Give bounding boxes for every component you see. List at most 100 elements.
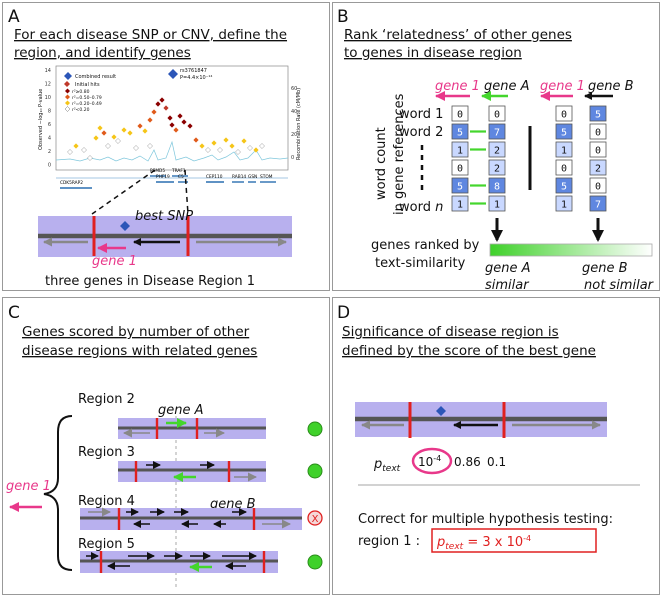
plot-ylabel-right: Recombination Rate (cM/Mb) <box>296 88 302 160</box>
legend-r3-diamond <box>65 100 70 106</box>
plot-snp-point <box>115 138 121 144</box>
geneB-count-cell <box>589 123 607 140</box>
geneA-label-b: gene A <box>484 79 530 94</box>
panel-c-frame <box>2 297 330 595</box>
best-snp-diamond <box>120 221 130 231</box>
geneB-count-value: 2 <box>595 164 601 175</box>
gene1-count-value: 5 <box>457 128 463 139</box>
best-p-value-circle <box>411 447 453 475</box>
region4-track <box>80 507 302 530</box>
top-snp-diamond <box>168 69 178 79</box>
plot-snp-point <box>137 123 143 129</box>
disease-region-1-d <box>355 402 607 438</box>
zoom-line-right <box>184 169 189 215</box>
plot-snp-point <box>241 138 247 144</box>
legend-initial: Initial hits <box>75 82 100 88</box>
panel-b-heading-line1: Rank ‘relatedness’ of other genes <box>344 27 572 43</box>
panel-d-frame <box>332 297 660 595</box>
region2-hit-indicator <box>307 421 323 437</box>
gene1b-count-value: 5 <box>561 182 567 193</box>
gene1-label-b2: gene 1 <box>540 79 585 94</box>
geneB-count-cell <box>589 105 607 122</box>
geneA-count-cell <box>488 141 506 158</box>
plot-y-tick: 2 <box>48 149 51 155</box>
best-snp-diamond-d <box>436 406 446 416</box>
region3-label: Region 3 <box>78 445 135 460</box>
plot-snp-point <box>121 127 127 133</box>
region5-hit-indicator <box>307 554 323 570</box>
plot-snp-point <box>193 137 199 143</box>
geneA-count-cell <box>488 159 506 176</box>
gene-track-label: CDK5RAP2 <box>60 180 83 186</box>
gene-track-label: TRAF1 <box>171 168 186 174</box>
plot-snp-point <box>155 101 161 107</box>
panel-d-heading-line1: Significance of disease region is <box>342 324 559 340</box>
panel-a-frame <box>2 2 330 291</box>
plot-snp-point <box>217 147 223 153</box>
formula-box <box>431 528 597 553</box>
panel-a-caption: three genes in Disease Region 1 <box>45 274 255 289</box>
formula-text: ptext = 3 x 10-4 <box>436 534 531 552</box>
association-plot: Observed −log₁₀ P-value Recombination Ra… <box>38 65 302 189</box>
panel-a-heading-line1: For each disease SNP or CNV, define the <box>14 27 287 43</box>
gene1-count-cell <box>451 105 469 122</box>
geneA-count-cell <box>488 123 506 140</box>
ranked-label-1: genes ranked by <box>371 238 480 253</box>
correction-label: Correct for multiple hypothesis testing: <box>358 512 613 527</box>
plot-snp-point <box>187 123 193 129</box>
geneB-label-b: gene B <box>588 79 634 94</box>
plot-snp-point <box>177 113 183 119</box>
geneB-count-cell <box>589 159 607 176</box>
plot-snp-point <box>223 137 229 143</box>
geneB-count-value: 5 <box>595 110 601 121</box>
disease-region-1 <box>38 216 292 257</box>
gene1-label-c: gene 1 <box>6 479 51 494</box>
plot-snp-point <box>147 143 153 149</box>
geneA-count-value: 1 <box>494 200 500 211</box>
plot-snp-point <box>81 147 87 153</box>
p-value-3: 0.1 <box>487 455 506 469</box>
plot-snp-point <box>163 105 169 111</box>
plot-snp-point <box>205 147 211 153</box>
region5-track <box>80 551 278 573</box>
legend-combined: Combined result <box>75 74 116 80</box>
gene-track-label: STOM <box>260 174 273 180</box>
plot-y-right-tick: 0 <box>291 155 294 161</box>
plot-y-tick: 12 <box>45 82 51 88</box>
gene1b-count-value: 0 <box>561 164 567 175</box>
legend-r1: r²≥0.80 <box>72 89 90 95</box>
gene1-count-cell <box>451 141 469 158</box>
gene1-label-a: gene 1 <box>92 254 137 269</box>
gene1-count-value: 1 <box>457 200 463 211</box>
not-similar-label: not similar <box>584 278 655 293</box>
gene1b-count-value: 5 <box>561 128 567 139</box>
geneB-result-label: gene B <box>582 261 628 276</box>
gene1b-count-cell <box>555 195 573 212</box>
top-snp-p: P=4.4×10⁻¹⁴ <box>180 75 212 81</box>
legend-r2-diamond <box>65 94 70 100</box>
panel-c-letter: C <box>8 303 20 323</box>
p-text-label: ptext <box>373 457 401 474</box>
plot-snp-point <box>127 130 133 136</box>
word1-label: word 1 <box>399 107 443 122</box>
plot-snp-point <box>229 143 235 149</box>
panel-a-heading-line2: region, and identify genes <box>14 45 191 61</box>
geneA-count-value: 2 <box>494 146 500 157</box>
region5-label: Region 5 <box>78 537 135 552</box>
legend-combined-diamond <box>64 72 72 80</box>
word-count-label-2: in gene references <box>392 93 407 215</box>
gene1-count-value: 0 <box>457 164 463 175</box>
gene1-count-cell <box>451 123 469 140</box>
gene1-count-cell <box>451 177 469 194</box>
geneB-count-value: 0 <box>595 128 601 139</box>
plot-y-tick: 14 <box>45 68 51 74</box>
plot-y-right-tick: 40 <box>291 109 297 115</box>
p-value-2: 0.86 <box>454 455 481 469</box>
region4-miss-mark: X <box>312 514 319 525</box>
plot-y-tick: 6 <box>48 122 51 128</box>
geneA-label-c: gene A <box>158 403 204 418</box>
gene1-count-cell <box>451 195 469 212</box>
plot-snp-point <box>73 143 79 149</box>
plot-snp-point <box>211 140 217 146</box>
p-value-1: 10-4 <box>418 454 441 469</box>
